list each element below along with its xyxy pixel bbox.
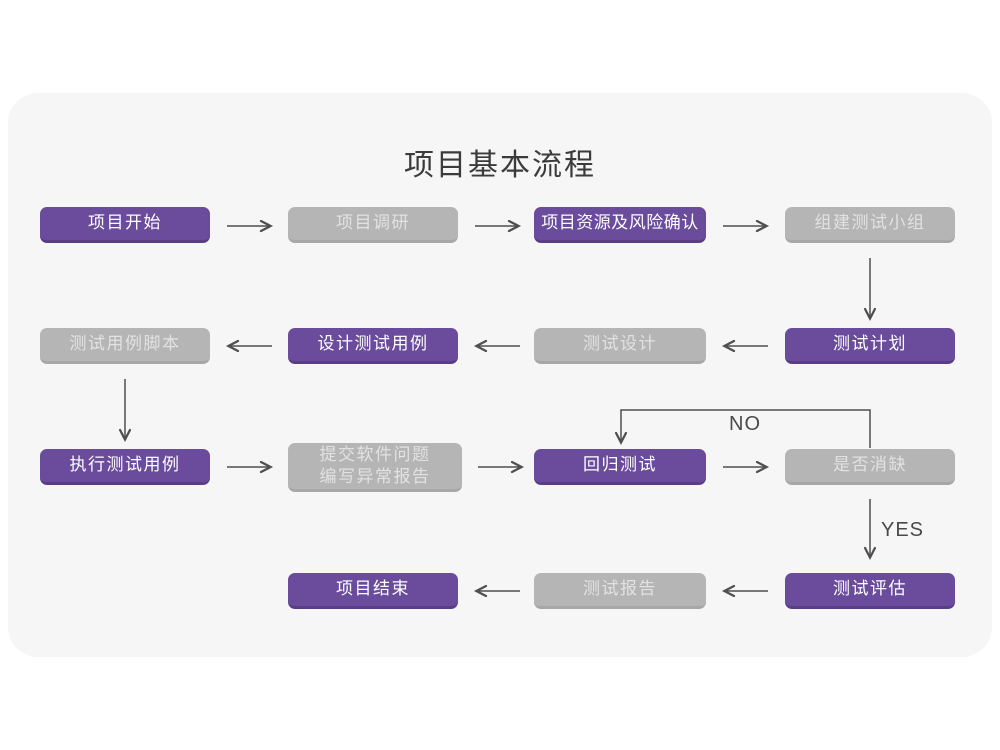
node-project-end: 项目结束 xyxy=(288,573,458,609)
node-test-evaluation: 测试评估 xyxy=(785,573,955,609)
node-submit-issue-report: 提交软件问题 编写异常报告 xyxy=(288,443,462,492)
node-build-test-team: 组建测试小组 xyxy=(785,207,955,243)
flowchart-panel xyxy=(8,93,992,657)
node-label: 项目调研 xyxy=(336,213,410,233)
node-test-report: 测试报告 xyxy=(534,573,706,609)
node-label: 回归测试 xyxy=(583,455,657,475)
node-test-plan: 测试计划 xyxy=(785,328,955,364)
node-project-research: 项目调研 xyxy=(288,207,458,243)
node-design-test-cases: 设计测试用例 xyxy=(288,328,458,364)
node-label-line2: 编写异常报告 xyxy=(319,467,431,486)
edge-label-yes: YES xyxy=(881,519,925,541)
node-test-case-script: 测试用例脚本 xyxy=(40,328,210,364)
node-regression-test: 回归测试 xyxy=(534,449,706,485)
node-label: 项目结束 xyxy=(336,579,410,599)
node-label: 测试报告 xyxy=(583,579,657,599)
node-label: 项目资源及风险确认 xyxy=(541,213,699,233)
node-label: 测试用例脚本 xyxy=(69,334,181,354)
node-label: 项目开始 xyxy=(88,213,162,233)
page-title: 项目基本流程 xyxy=(404,149,596,182)
node-label: 组建测试小组 xyxy=(814,213,926,233)
node-label: 提交软件问题 xyxy=(319,444,431,464)
node-project-start: 项目开始 xyxy=(40,207,210,243)
node-label: 执行测试用例 xyxy=(69,455,181,475)
node-test-design: 测试设计 xyxy=(534,328,706,364)
node-label: 测试评估 xyxy=(833,579,907,599)
node-label: 测试计划 xyxy=(833,334,907,354)
node-label: 设计测试用例 xyxy=(317,334,429,354)
node-label: 是否消缺 xyxy=(833,455,907,475)
node-label: 测试设计 xyxy=(583,334,657,354)
node-defect-cleared: 是否消缺 xyxy=(785,449,955,485)
edge-label-no: NO xyxy=(729,413,761,435)
node-execute-test-cases: 执行测试用例 xyxy=(40,449,210,485)
node-resources-risk: 项目资源及风险确认 xyxy=(534,207,706,243)
